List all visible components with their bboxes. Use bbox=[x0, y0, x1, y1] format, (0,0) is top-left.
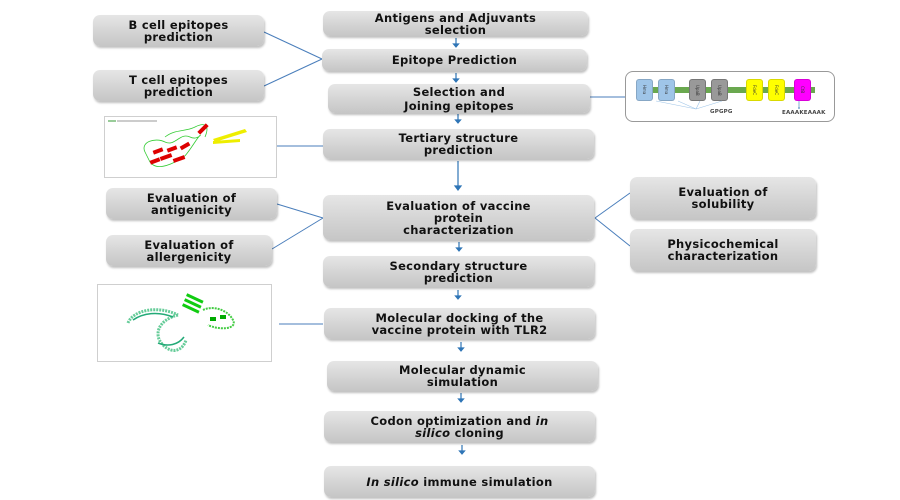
arrow-1 bbox=[452, 38, 460, 48]
arrow-9 bbox=[458, 445, 466, 455]
arrow-7 bbox=[457, 342, 465, 352]
arrow-6 bbox=[454, 290, 462, 300]
segment-fdec: FdeC bbox=[746, 79, 763, 101]
segment-fdec: FdeC bbox=[768, 79, 785, 101]
segment-hma: Hma bbox=[636, 79, 653, 101]
eaaak-linker-label: EAAAKEAAAK bbox=[782, 110, 826, 116]
codon-optimization-box: Codon optimization and in silico cloning bbox=[324, 411, 595, 442]
connector-solubility bbox=[594, 192, 631, 219]
arrow-2 bbox=[452, 73, 460, 83]
gpgpg-linker-label: GPGPG bbox=[710, 109, 733, 115]
connector-tcell bbox=[263, 58, 323, 87]
docking-structure-image bbox=[97, 284, 272, 362]
protein-complex-green-icon bbox=[126, 293, 235, 352]
arrow-3 bbox=[454, 114, 462, 124]
arrow-4 bbox=[453, 161, 463, 191]
segment-upab: UpaB bbox=[689, 79, 706, 101]
connector-bcell bbox=[263, 31, 323, 60]
segment-upab: UpaB bbox=[711, 79, 728, 101]
arrow-5 bbox=[455, 242, 463, 252]
segment-ctb: CtB bbox=[794, 79, 811, 101]
vaccine-construct-diagram: Hma Hma UpaB UpaB FdeC FdeC CtB GPGPG EAAAKEAA… bbox=[625, 71, 835, 122]
connector-physicochemical bbox=[594, 217, 631, 247]
tertiary-structure-image bbox=[104, 116, 277, 178]
segment-hma: Hma bbox=[658, 79, 675, 101]
epitope-prediction-box: Epitope Prediction bbox=[322, 49, 587, 71]
immune-simulation-box: In silico immune simulation bbox=[324, 466, 595, 497]
arrow-8 bbox=[457, 393, 465, 403]
linker-pointer-lines bbox=[655, 100, 800, 110]
connector-allergenicity bbox=[271, 217, 324, 250]
protein-ribbon-red-icon bbox=[108, 120, 247, 167]
connector-antigenicity bbox=[276, 203, 324, 219]
